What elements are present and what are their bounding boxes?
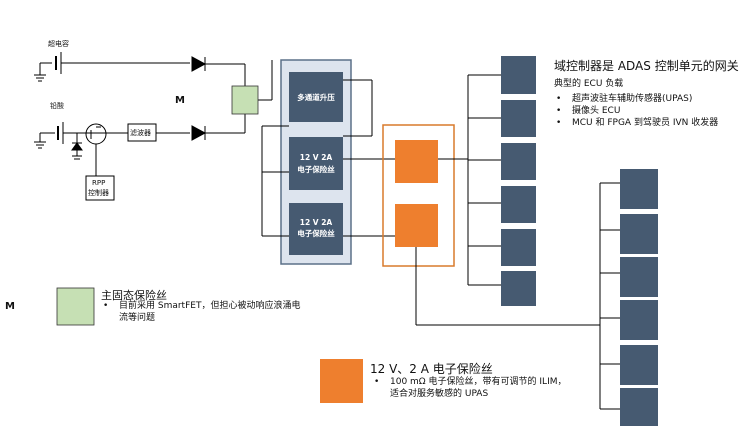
fuse2-line1: 12 V 2A (300, 218, 333, 227)
ecu-load-item: MCU 和 FPGA 到驾驶员 IVN 收发器 (554, 117, 754, 129)
main-fuse-legend-title: 主固态保险丝 (101, 289, 167, 302)
efuse-legend-title: 12 V、2 A 电子保险丝 (370, 362, 493, 376)
supercap-label: 超电容 (48, 40, 69, 48)
ecu-block (620, 169, 658, 209)
ecu-load-item: 摄像头 ECU (554, 105, 754, 117)
domain-controller-frame (382, 124, 455, 267)
ecu-block (501, 100, 536, 137)
ecu-block (501, 56, 536, 94)
ecu-block (620, 345, 658, 385)
lower-bus-wiring (415, 182, 620, 410)
efuse-block-2 (395, 204, 438, 247)
m-marker-left: M (5, 301, 15, 312)
ecu-block (501, 143, 536, 180)
upper-ecu-stack (501, 56, 536, 306)
filter-label: 滤波器 (130, 129, 151, 137)
lower-ecu-stack (620, 169, 658, 426)
fuse-block-2 (289, 203, 343, 255)
ecu-block (501, 229, 536, 266)
ecu-block (501, 186, 536, 223)
ecu-block (501, 271, 536, 306)
fuse1-line2: 电子保险丝 (297, 164, 335, 174)
main-fuse-legend-note: 目前采用 SmartFET，但担心被动响应浪涌电流等问题 (101, 300, 306, 324)
efuse-legend-notes: 100 mΩ 电子保险丝，带有可调节的 ILIM，适合对服务敏感的 UPAS (372, 376, 572, 400)
legend-green-swatch (56, 287, 95, 326)
main-solid-state-fuse (231, 85, 259, 115)
boost-label: 多通道升压 (297, 92, 335, 102)
ecu-block (620, 214, 658, 254)
boost-block (289, 72, 343, 122)
m-marker-top: M (175, 95, 185, 106)
main-fuse-legend-notes: 目前采用 SmartFET，但担心被动响应浪涌电流等问题 (101, 300, 306, 324)
lead-acid-branch (34, 60, 273, 201)
ecu-block (620, 257, 658, 297)
ecu-load-item: 超声波驻车辅助传感器(UPAS) (554, 93, 754, 105)
pdu-wiring (261, 79, 395, 237)
domain-controller-title: 域控制器是 ADAS 控制单元的网关 (554, 59, 739, 73)
fuse1-line1: 12 V 2A (300, 153, 333, 162)
legend-orange-swatch (320, 359, 363, 403)
ecu-load-heading: 典型的 ECU 负载 (554, 79, 624, 89)
fuse-block-1 (289, 137, 343, 190)
lead-acid-label: 铅酸 (50, 102, 64, 110)
rpp-controller-label: 控制器 (88, 189, 109, 197)
upper-bus-wiring (438, 74, 502, 286)
efuse-legend-note: 100 mΩ 电子保险丝，带有可调节的 ILIM，适合对服务敏感的 UPAS (372, 376, 572, 400)
rpp-label: RPP (92, 179, 106, 187)
supercap-branch (34, 52, 246, 86)
fuse2-line2: 电子保险丝 (297, 228, 335, 238)
ecu-block (620, 300, 658, 340)
efuse-block-1 (395, 140, 438, 183)
ecu-load-list: 超声波驻车辅助传感器(UPAS) 摄像头 ECU MCU 和 FPGA 到驾驶员… (554, 93, 754, 129)
ecu-block (620, 388, 658, 426)
